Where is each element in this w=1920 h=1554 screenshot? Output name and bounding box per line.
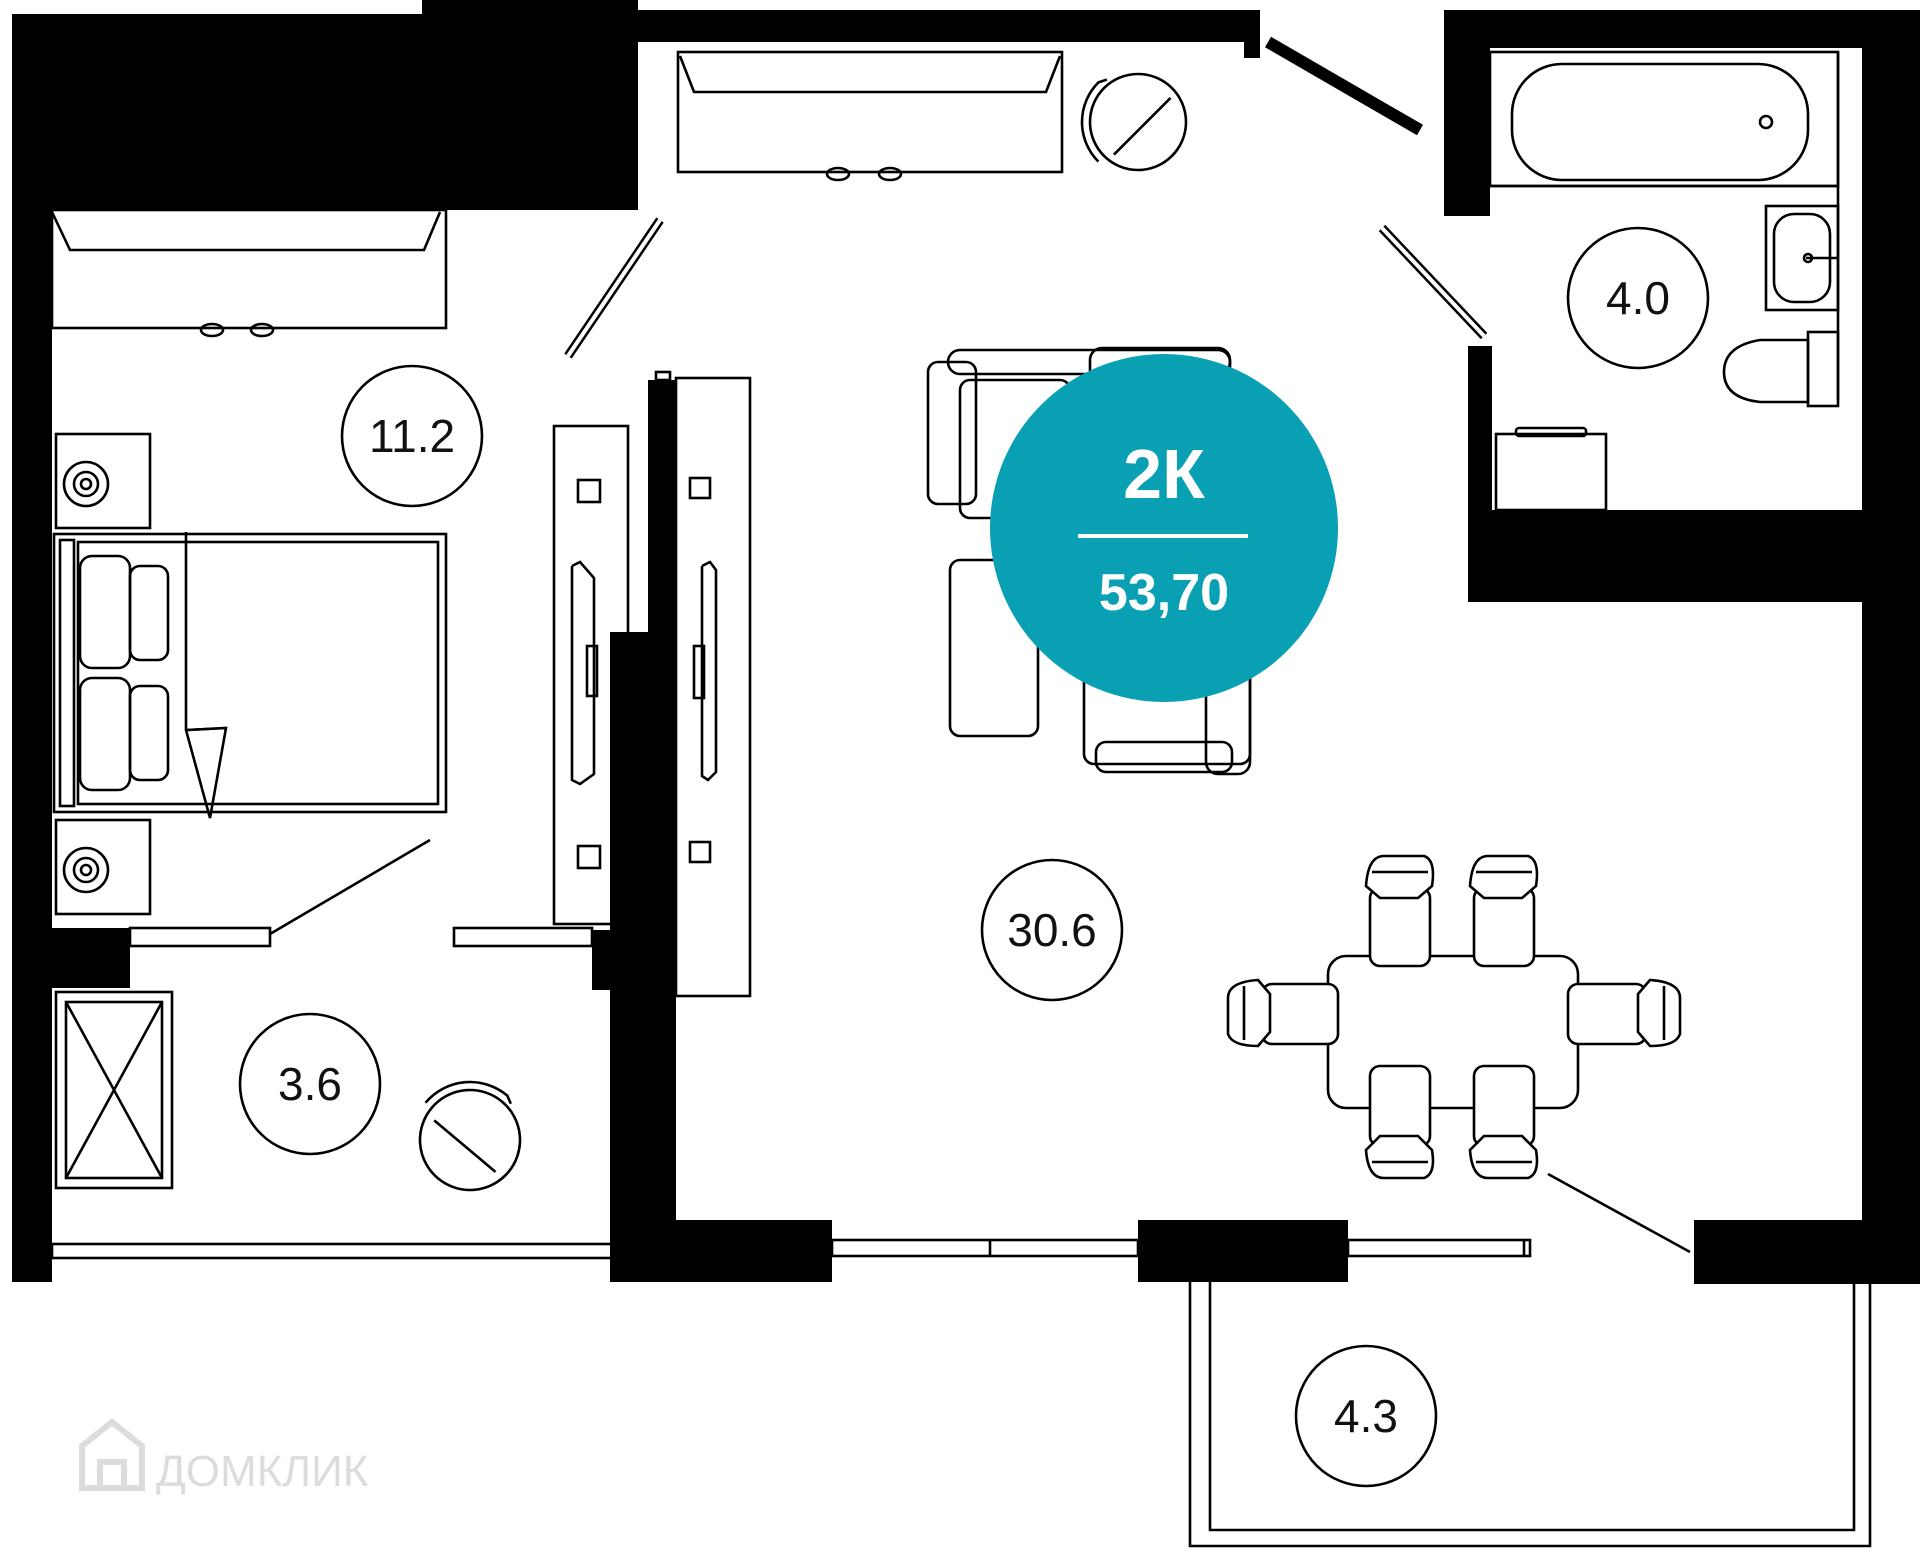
dining-chair — [1226, 978, 1340, 1048]
watermark-text: ДОМКЛИК — [156, 1447, 369, 1496]
svg-text:3.6: 3.6 — [278, 1058, 342, 1110]
svg-text:11.2: 11.2 — [369, 410, 455, 462]
room-area-living-kitchen: 30.6 — [980, 858, 1124, 1002]
room-labels: 11.2 30.6 4.0 3.6 4.3 — [238, 226, 1710, 1488]
svg-text:4.3: 4.3 — [1334, 1390, 1398, 1442]
house-icon — [79, 1418, 145, 1491]
svg-text:4.0: 4.0 — [1606, 272, 1670, 324]
walls — [12, 0, 1920, 1284]
svg-text:30.6: 30.6 — [1007, 904, 1097, 956]
apartment-badge: 2К 53,70 — [990, 354, 1338, 702]
badge-circle — [990, 354, 1338, 702]
dining-chair — [1468, 1064, 1539, 1180]
badge-total-area: 53,70 — [1099, 564, 1229, 622]
windows-and-doors — [50, 36, 1872, 1548]
living-furniture — [676, 50, 1682, 1180]
bathroom-fixtures — [1488, 50, 1840, 512]
room-area-balcony: 4.3 — [1294, 1344, 1438, 1488]
dining-chair — [1468, 854, 1539, 968]
room-area-bathroom: 4.0 — [1566, 226, 1710, 370]
dining-chair — [1364, 1064, 1435, 1180]
dining-chair — [1364, 854, 1435, 968]
room-area-hallway: 3.6 — [238, 1012, 382, 1156]
badge-divider — [1078, 534, 1248, 538]
dining-chair — [1566, 978, 1682, 1048]
hallway-furniture — [54, 370, 752, 1192]
watermark: ДОМКЛИК — [79, 1418, 369, 1496]
room-area-bedroom: 11.2 — [340, 364, 484, 508]
bedroom-furniture — [50, 208, 630, 926]
badge-rooms-label: 2К — [1123, 435, 1205, 513]
